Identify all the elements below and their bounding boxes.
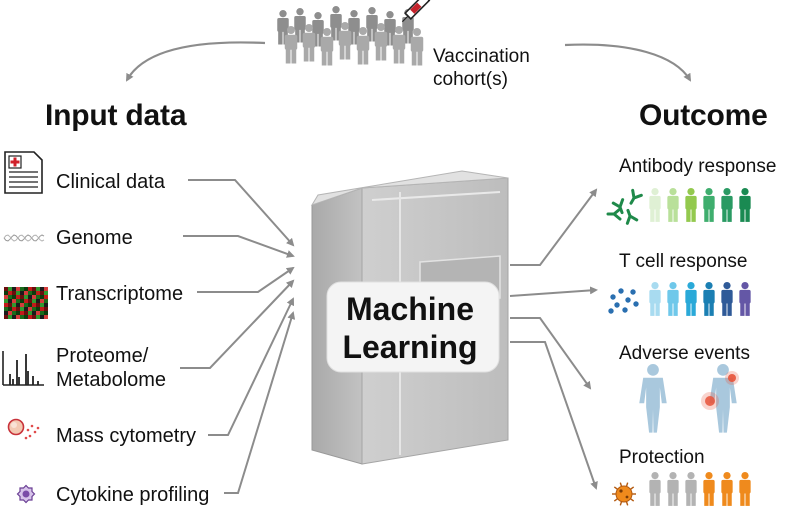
crowd-person-icon [294, 8, 306, 43]
input-arrow [208, 297, 295, 436]
input-label-metabolome: Metabolome [56, 369, 167, 391]
protected-person-icon [739, 472, 751, 506]
protected-person-icon [667, 472, 679, 506]
virus-icon [612, 482, 636, 506]
crowd-person-icon [374, 23, 388, 61]
clinical-record-icon [4, 151, 43, 194]
responder-person-icon [649, 188, 661, 222]
crowd-person-icon [410, 28, 424, 66]
output-arrow [509, 286, 598, 297]
protected-person-icon [685, 472, 697, 506]
antibody-responders-group [649, 188, 751, 222]
protection-group [649, 472, 751, 506]
spectrum-peaks-icon [2, 351, 44, 386]
cell-icon [7, 418, 40, 440]
input-label-clinical-data: Clinical data [56, 171, 165, 193]
outcome-heading: Outcome [639, 99, 768, 132]
responder-person-icon [721, 282, 733, 316]
syringe-icon [401, 0, 431, 23]
antibody-icon [606, 188, 643, 225]
input-label-proteome: Proteome/ [56, 345, 149, 367]
cytokine-cell-icon [16, 484, 36, 504]
outcome-label-adverse-events: Adverse events [619, 343, 750, 364]
input-label-transcriptome: Transcriptome [56, 283, 184, 305]
outcome-label-t-cell-response: T cell response [619, 251, 748, 272]
responder-person-icon [739, 188, 751, 222]
input-arrow [197, 266, 295, 293]
responder-person-icon [649, 282, 661, 316]
crowd-person-icon [320, 28, 334, 66]
cohort-crowd-icon [277, 6, 424, 66]
crowd-person-icon [284, 26, 298, 64]
crowd-person-icon [366, 7, 378, 42]
input-arrow [224, 311, 296, 494]
input-arrow [188, 179, 295, 247]
crowd-person-icon [392, 26, 406, 64]
machine-learning-line2: Learning [342, 329, 478, 366]
output-arrow [510, 341, 598, 490]
crowd-person-icon [356, 27, 370, 65]
cohort-label: Vaccination cohort(s) [433, 46, 530, 92]
responder-person-icon [667, 188, 679, 222]
arrow-to-inputs [126, 41, 266, 82]
output-arrow [510, 188, 598, 266]
responder-person-icon [721, 188, 733, 222]
responder-person-icon [685, 282, 697, 316]
outcome-label-antibody-response: Antibody response [619, 156, 777, 177]
arrow-to-outcome [564, 43, 692, 82]
t-cell-responders-group [649, 282, 751, 316]
input-label-genome: Genome [56, 227, 133, 249]
responder-person-icon [667, 282, 679, 316]
crowd-person-icon [348, 10, 360, 45]
protected-person-icon [703, 472, 715, 506]
responder-person-icon [703, 188, 715, 222]
input-arrow [183, 235, 295, 258]
cohort-label-line1: Vaccination [433, 46, 530, 67]
input-label-mass-cytometry: Mass cytometry [56, 425, 197, 447]
human-body-icon [639, 364, 667, 433]
outcome-label-protection: Protection [619, 447, 705, 468]
crowd-person-icon [338, 22, 352, 60]
crowd-person-icon [384, 11, 396, 46]
input-label-cytokine-profiling: Cytokine profiling [56, 484, 210, 506]
crowd-person-icon [302, 24, 316, 62]
human-body-affected-icon [701, 364, 739, 433]
responder-person-icon [739, 282, 751, 316]
output-arrow [510, 317, 592, 390]
machine-learning-label: Machine Learning [335, 290, 485, 367]
responder-person-icon [703, 282, 715, 316]
cohort-label-line2: cohort(s) [433, 68, 508, 90]
protected-person-icon [721, 472, 733, 506]
protected-person-icon [649, 472, 661, 506]
crowd-person-icon [330, 6, 342, 41]
dna-helix-icon [3, 234, 45, 242]
input-data-heading: Input data [45, 99, 187, 132]
t-cell-dots-icon [608, 288, 639, 314]
machine-learning-line1: Machine [345, 291, 475, 327]
crowd-person-icon [312, 12, 324, 47]
heatmap-icon [4, 287, 48, 319]
input-arrow [180, 279, 295, 369]
responder-person-icon [685, 188, 697, 222]
computer-server-icon [310, 170, 509, 465]
